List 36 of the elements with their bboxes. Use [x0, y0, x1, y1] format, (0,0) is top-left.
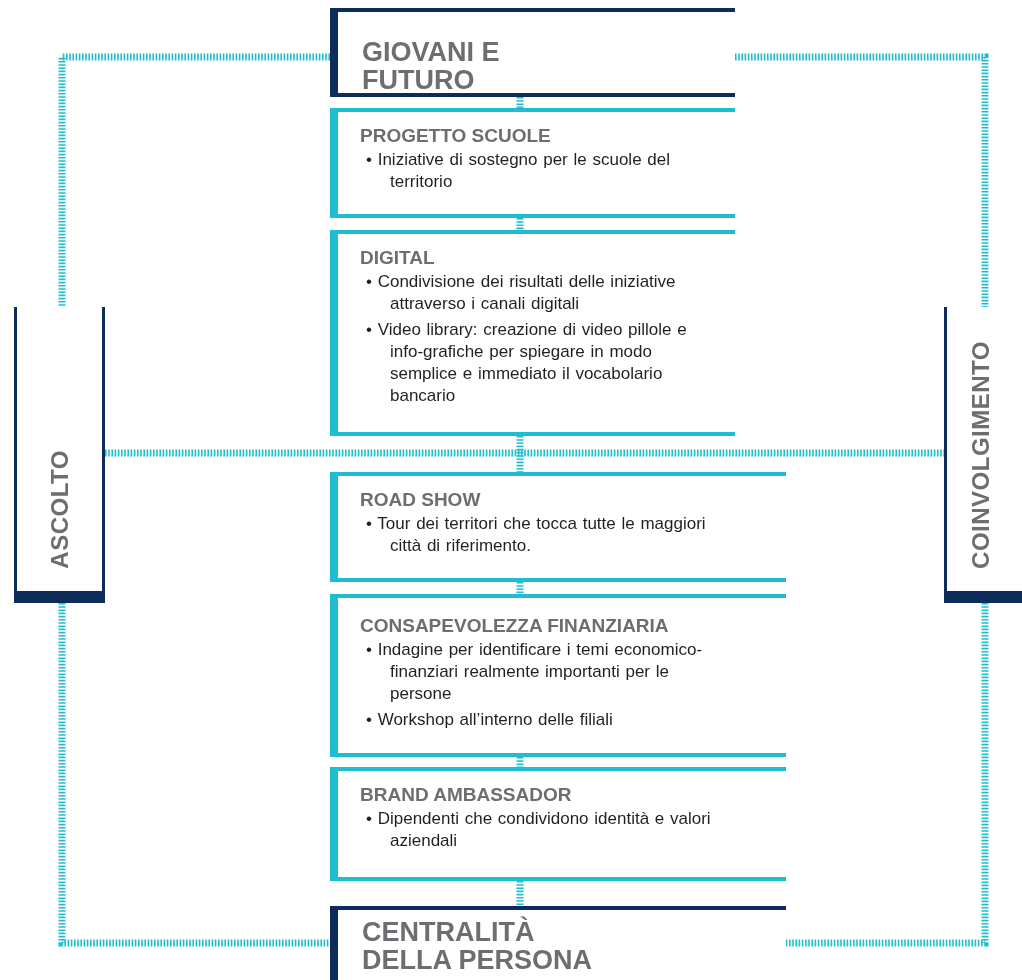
bullet-text: • Condivisione dei risultati delle iniziative attraverso i canali digitali — [366, 270, 677, 315]
connector-line — [58, 603, 330, 947]
connector-line — [516, 436, 524, 472]
title-box — [330, 906, 786, 980]
connector-line — [516, 757, 524, 767]
bullet-text: • Video library: creazione di video pillole e info-grafiche per spiegare in modo semplice e immediato il vocabolario bancario — [366, 319, 688, 408]
title-box — [330, 8, 735, 97]
bullet-text: • Iniziative di sostegno per le scuole del territorio — [366, 148, 671, 193]
initiative-box — [330, 108, 735, 218]
pillar-label: COINVOLGIMENTO — [966, 341, 995, 569]
connector-line — [735, 53, 989, 307]
bullet-text: • Workshop all’interno delle filiali — [366, 709, 614, 732]
item-heading: DIGITAL — [360, 248, 436, 269]
pillar-box — [944, 307, 1022, 603]
initiative-box — [330, 767, 786, 881]
initiative-box — [330, 472, 786, 582]
item-heading: PROGETTO SCUOLE — [360, 126, 552, 147]
initiative-box — [330, 230, 735, 436]
item-heading: CONSAPEVOLEZZA FINANZIARIA — [360, 616, 670, 637]
item-heading: BRAND AMBASSADOR — [360, 785, 573, 806]
pillar-box — [14, 307, 105, 603]
connector-line — [105, 449, 944, 457]
bullet-text: • Dipendenti che condividono identità e valori aziendali — [366, 807, 712, 852]
section-title: GIOVANI E FUTURO — [362, 38, 501, 95]
connector-line — [786, 603, 989, 947]
connector-line — [516, 218, 524, 230]
connector-line — [516, 97, 524, 108]
initiative-box — [330, 594, 786, 757]
item-heading: ROAD SHOW — [360, 490, 482, 511]
section-title: CENTRALITÀ DELLA PERSONA — [362, 918, 593, 975]
bullet-text: • Tour dei territori che tocca tutte le maggiori città di riferimento. — [366, 512, 707, 557]
connector-line — [516, 881, 524, 906]
connector-line — [58, 53, 330, 307]
pillar-label: ASCOLTO — [45, 450, 74, 569]
bullet-text: • Indagine per identificare i temi economico-finanziari realmente importanti per le persone — [366, 638, 704, 706]
connector-line — [516, 582, 524, 594]
